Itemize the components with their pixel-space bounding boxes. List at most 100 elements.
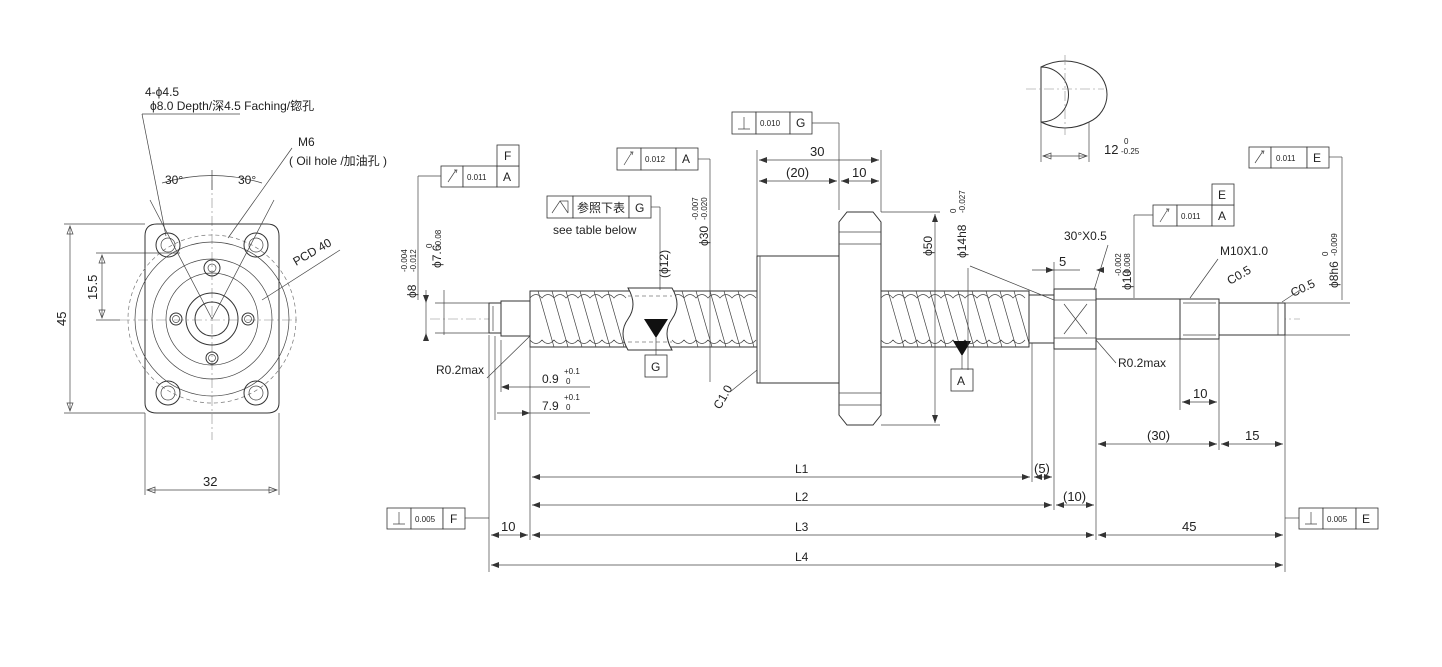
bolt-hole [155,232,181,258]
shaft-d10 [1095,298,1181,340]
groove-width-upper: +0.1 [564,367,580,376]
angle-left: 30° [165,173,183,187]
d30-upper: -0.007 [691,197,700,220]
d10-upper: -0.002 [1114,253,1123,276]
note-r-right: R0.2max [1118,356,1166,370]
gdt-runout-nut-datum: A [682,152,690,166]
holes-callout: 4-ϕ4.5 [145,85,179,99]
right-journal [1218,302,1286,336]
dim-5-paren: (5) [1034,461,1050,476]
dim-l4: L4 [795,550,809,564]
gdt-lead-ref-label: 参照下表 [577,200,625,215]
gdt-runout-right-value: 0.011 [1181,212,1201,221]
gdt-lead-ref-datum: G [635,201,644,215]
groove-width-lower: 0 [566,377,571,386]
d14-lower: -0.027 [958,190,967,213]
bearing-seat [1053,288,1097,350]
flat-tol-upper: 0 [1124,137,1129,146]
d8h6-lower: -0.009 [1330,233,1339,256]
gdt-runout-left-datum: A [503,170,511,184]
flange-outline [144,223,280,414]
gdt-runout-right: 0.011 A E [1133,183,1235,298]
note-c05-b: C0.5 [1288,276,1317,300]
dim-l2: L2 [795,490,809,504]
oil-hole [203,259,221,277]
dim-l3: L3 [795,520,809,534]
gdt-perp-nut-datum: G [796,116,805,130]
dim-height: 45 [54,312,69,326]
d14-upper: 0 [949,208,958,213]
flat-section [1040,66,1069,123]
pcd-label: PCD 40 [291,235,335,268]
d30-lower: -0.020 [700,197,709,220]
dim-15: 15 [1245,428,1259,443]
d10: ϕ10 [1120,270,1134,290]
d7-6: ϕ7.6 [430,244,444,268]
dim-45: 45 [1182,519,1196,534]
thread-m10 [1179,298,1220,340]
note-r-left: R0.2max [436,363,484,377]
groove-pos-upper: +0.1 [564,393,580,402]
gdt-runout-left: 0.011 A F [417,144,520,300]
d10-lower: -0.008 [1123,253,1132,276]
dim-10-thread: 10 [1193,386,1207,401]
dim-20: (20) [786,165,809,180]
bolt-hole [243,380,269,406]
datum-a: A [957,374,965,388]
d50: ϕ50 [921,236,935,256]
dim-10-paren: (10) [1063,489,1086,504]
gdt-perp-nut-value: 0.010 [760,119,781,128]
dim-10-top: 10 [852,165,866,180]
dim-30-paren: (30) [1147,428,1170,443]
groove-width: 0.9 [542,372,559,386]
gdt-runout-right-label: E [1218,188,1226,202]
note-c05-a: C0.5 [1225,263,1254,288]
section-view: 12 0 -0.25 [1026,55,1140,162]
gdt-lead-ref: 参照下表 G see table below [546,195,661,290]
bolt-hole [155,380,181,406]
d8h6: ϕ8h6 [1327,261,1341,288]
gdt-perp-nut: 0.010 G [731,111,840,210]
dim-30-top: 30 [810,144,824,159]
dim-offset: 15.5 [85,275,100,300]
d7-6-lower: -0.08 [434,229,443,248]
note-thread: M10X1.0 [1220,244,1268,258]
gdt-perp-right: 0.005 E [1285,507,1379,530]
gdt-perp-right-datum: E [1362,512,1370,526]
holes-callout-2: ϕ8.0 Depth/深4.5 Faching/锪孔 [150,98,314,113]
see-table: see table below [553,223,637,237]
d14: ϕ14h8 [955,224,969,258]
gdt-runout-right-datum: A [1218,209,1226,223]
d8-left: ϕ8 [405,284,419,298]
dim-width: 32 [203,474,217,489]
d12: (ϕ12) [657,250,671,278]
oil-hole-thread: M6 [298,135,315,149]
note-chamfer-30: 30°X0.5 [1064,229,1107,243]
gdt-runout-end: 0.011 E [1248,146,1343,300]
front-view: 4-ϕ4.5 ϕ8.0 Depth/深4.5 Faching/锪孔 M6 ( O… [54,85,387,495]
gdt-perp-left-value: 0.005 [415,515,436,524]
d8-left-lower: -0.012 [409,249,418,272]
gdt-perp-left: 0.005 F [386,507,489,530]
gdt-runout-left-label: F [504,149,511,163]
dim-l1: L1 [795,462,809,476]
flat-width: 12 [1104,142,1118,157]
note-c10: C1.0 [710,382,735,411]
gdt-runout-end-datum: E [1313,151,1321,165]
oil-hole-note: ( Oil hole /加油孔 ) [289,154,387,168]
dim-10-left: 10 [501,519,515,534]
angle-right: 30° [238,173,256,187]
d8h6-upper: 0 [1321,251,1330,256]
d7-6-upper: 0 [425,243,434,248]
screw-thread-right [880,290,1030,348]
gdt-runout-nut-value: 0.012 [645,155,666,164]
dim-5: 5 [1059,254,1066,269]
nut-flange [838,211,882,426]
datum-g: G [651,360,660,374]
flat-tol-lower: -0.25 [1121,147,1140,156]
gdt-perp-left-datum: F [450,512,457,526]
gdt-runout-nut: 0.012 A [616,147,711,382]
gdt-runout-end-value: 0.011 [1276,154,1296,163]
gdt-perp-right-value: 0.005 [1327,515,1348,524]
bolt-hole [243,232,269,258]
